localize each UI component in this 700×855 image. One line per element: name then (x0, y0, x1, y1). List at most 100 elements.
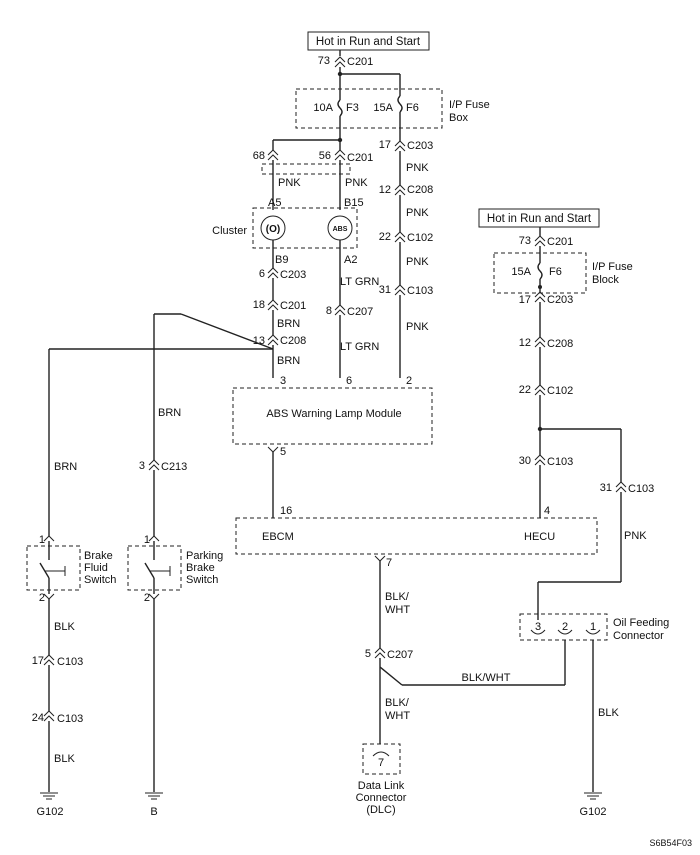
pin-label: 18 (253, 299, 265, 311)
pin-label: 73 (318, 55, 330, 67)
wire-color: LT GRN (340, 276, 379, 288)
wire-color: WHT (385, 710, 410, 722)
parking-label-2: Brake (186, 562, 215, 574)
pin-label: 8 (326, 305, 332, 317)
ip-fuse-block-label-2: Block (592, 274, 619, 286)
wire-color: PNK (406, 207, 429, 219)
brake-icon-text: (O) (266, 224, 280, 235)
fuse-f3-rating: 10A (313, 102, 333, 114)
connector-label: C201 (347, 152, 373, 164)
connector-label: C201 (347, 56, 373, 68)
ip-fuse-box-label-2: Box (449, 112, 468, 124)
pin-label: 56 (319, 150, 331, 162)
wire-color: BLK/ (385, 591, 410, 603)
pin-label: 3 (280, 375, 286, 387)
abs-warning-lamp-module (232, 387, 433, 445)
ip-fuse-box (295, 88, 443, 129)
cluster-label: Cluster (212, 225, 247, 237)
pin-label: A2 (344, 254, 357, 266)
ground-g102-right: G102 (580, 806, 607, 818)
pin-label: B15 (344, 197, 364, 209)
parking-label-3: Switch (186, 574, 218, 586)
power-label-box (307, 31, 430, 51)
connector-label: C103 (547, 456, 573, 468)
connector-label: C103 (57, 713, 83, 725)
pin-label: 4 (544, 505, 550, 517)
connector-label: C208 (280, 335, 306, 347)
ground-b: B (150, 806, 157, 818)
pin-label: 17 (379, 139, 391, 151)
pin-label: 24 (32, 712, 44, 724)
pin-label: 1 (590, 621, 596, 633)
pin-label: 7 (386, 557, 392, 569)
connector-label: C201 (280, 300, 306, 312)
pin-label: 17 (32, 655, 44, 667)
dlc-label-3: (DLC) (366, 804, 395, 816)
pin-label: 2 (144, 592, 150, 604)
hecu-label: HECU (524, 531, 555, 543)
pin-label: 7 (378, 757, 384, 769)
ebcm-label: EBCM (262, 531, 294, 543)
pin-label: 22 (519, 384, 531, 396)
oil-feeding-connector (519, 613, 608, 641)
wire-color: BLK (598, 707, 619, 719)
abs-module-label: ABS Warning Lamp Module (266, 408, 401, 420)
connector-label: C208 (547, 338, 573, 350)
connector-label: C207 (347, 306, 373, 318)
fuse-f3-name: F3 (346, 102, 359, 114)
ip-fuse-block-label-1: I/P Fuse (592, 261, 633, 273)
connector-label: C102 (407, 232, 433, 244)
fuse-f6-rating: 15A (373, 102, 393, 114)
ip-fuse-box-label-1: I/P Fuse (449, 99, 490, 111)
fuse-f6-name: F6 (406, 102, 419, 114)
pin-label: 2 (562, 621, 568, 633)
abs-icon-text: ABS (333, 226, 348, 233)
power-label-right: Hot in Run and Start (487, 213, 592, 225)
wire-color: PNK (278, 177, 301, 189)
wire-color: PNK (406, 321, 429, 333)
power-label-top: Hot in Run and Start (316, 36, 421, 48)
wire-color: LT GRN (340, 341, 379, 353)
connector-label: C201 (547, 236, 573, 248)
pin-label: 13 (253, 335, 265, 347)
pin-label: 5 (365, 648, 371, 660)
fuse-f6b-name: F6 (549, 266, 562, 278)
pin-label: 2 (406, 375, 412, 387)
brake-fluid-switch (26, 545, 81, 591)
fuse-f6b-rating: 15A (511, 266, 531, 278)
brake-fluid-label-3: Switch (84, 574, 116, 586)
pin-label: 31 (600, 482, 612, 494)
connector-label: C208 (407, 184, 433, 196)
wire-color: PNK (345, 177, 368, 189)
pin-label: 2 (39, 592, 45, 604)
wire-color: BRN (158, 407, 181, 419)
pin-label: 31 (379, 284, 391, 296)
oil-label-2: Connector (613, 630, 664, 642)
wire-color: BLK (54, 753, 75, 765)
pin-label: 12 (379, 184, 391, 196)
parking-brake-switch (127, 545, 182, 591)
cluster-box (252, 207, 358, 249)
pin-label: 73 (519, 235, 531, 247)
connector-label: C213 (161, 461, 187, 473)
pin-label: 6 (259, 268, 265, 280)
pin-label: 68 (253, 150, 265, 162)
connector-label: C103 (628, 483, 654, 495)
pin-label: 1 (144, 534, 150, 546)
connector-label: C203 (407, 140, 433, 152)
dlc-label-2: Connector (356, 792, 407, 804)
pin-label: 17 (519, 294, 531, 306)
pin-label: 12 (519, 337, 531, 349)
wire-color: PNK (406, 162, 429, 174)
pin-label: 16 (280, 505, 292, 517)
power-label-box-right (478, 208, 600, 228)
pin-label: 1 (39, 534, 45, 546)
ground-g102-left: G102 (37, 806, 64, 818)
connector-label: C203 (280, 269, 306, 281)
oil-label-1: Oil Feeding (613, 617, 669, 629)
wire-color: PNK (624, 530, 647, 542)
pin-label: 22 (379, 231, 391, 243)
connector-label: C203 (547, 294, 573, 306)
ebcm-hecu-module (235, 517, 598, 555)
